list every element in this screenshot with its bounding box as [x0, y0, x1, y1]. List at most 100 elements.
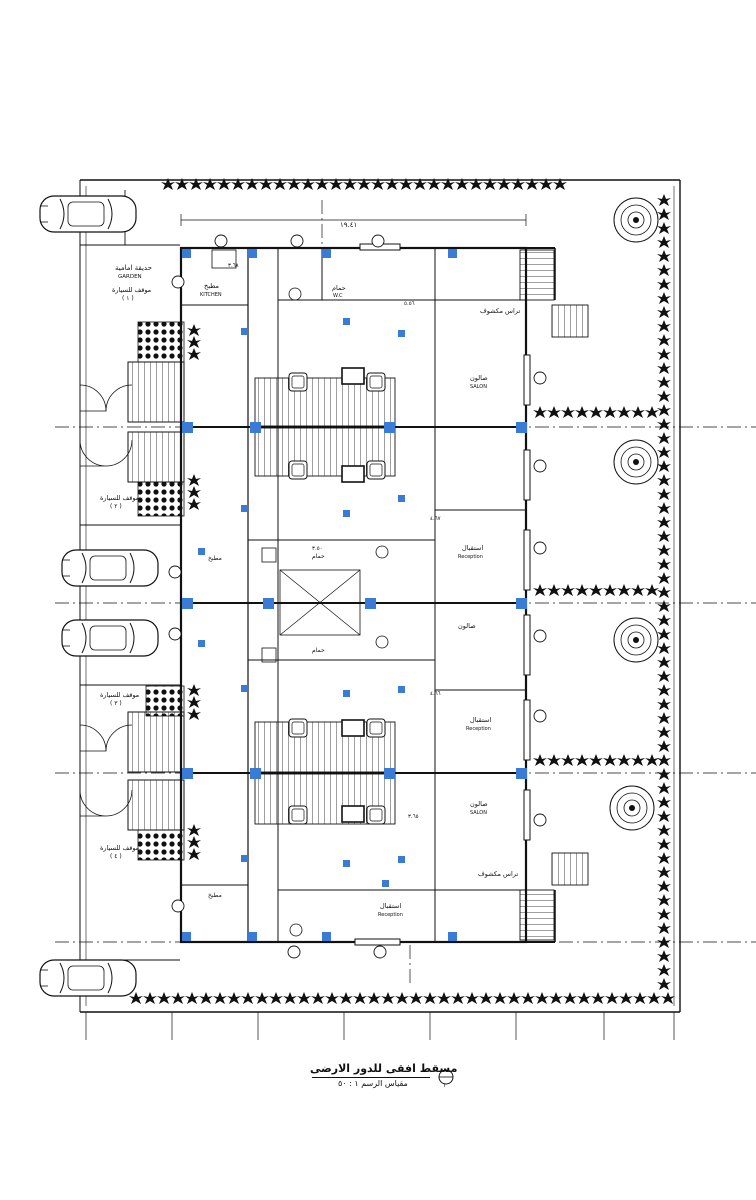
- palm-south: [171, 992, 185, 1004]
- palm-divider: [533, 754, 547, 766]
- salon-en-label-1: SALON: [470, 384, 487, 390]
- palm-south: [409, 992, 423, 1004]
- palm-south: [157, 992, 171, 1004]
- kitchen-label-2: مطبخ: [208, 555, 222, 562]
- palm-east: [657, 460, 671, 472]
- parking-label-3: موقف للسيارة: [100, 691, 139, 699]
- palm-south: [535, 992, 549, 1004]
- furniture: [211, 249, 389, 937]
- parking-label-1: موقف للسيارة: [112, 286, 151, 294]
- palm-planter: [187, 474, 201, 486]
- palm-south: [227, 992, 241, 1004]
- car-3: [61, 619, 159, 657]
- palm-east: [657, 194, 671, 206]
- parking-label-4: موقف للسيارة: [100, 844, 139, 852]
- palm-south: [297, 992, 311, 1004]
- palm-divider: [645, 406, 659, 418]
- palm-divider: [561, 754, 575, 766]
- palm-east: [657, 404, 671, 416]
- dim-label-e: ٤.٦٦: [430, 691, 441, 697]
- palm-divider: [561, 584, 575, 596]
- palm-divider: [575, 406, 589, 418]
- palm-east: [657, 236, 671, 248]
- palm-south: [325, 992, 339, 1004]
- wc-label-3: حمام: [312, 647, 325, 654]
- reception-label-2: استقبال: [470, 716, 491, 724]
- palm-south: [395, 992, 409, 1004]
- palm-divider: [631, 584, 645, 596]
- palm-east: [657, 670, 671, 682]
- palm-east: [657, 880, 671, 892]
- title-underline: [312, 1077, 430, 1078]
- palm-divider: [603, 406, 617, 418]
- reception-label-3: استقبال: [380, 902, 401, 910]
- car-1: [39, 195, 137, 233]
- palm-east: [657, 810, 671, 822]
- palm-planter: [187, 348, 201, 360]
- palm-planter: [187, 498, 201, 510]
- palm-east: [657, 950, 671, 962]
- palm-divider: [645, 584, 659, 596]
- palm-divider: [603, 754, 617, 766]
- palm-divider: [631, 406, 645, 418]
- east-windows: [354, 243, 531, 946]
- dim-label-f: ٣.٦٥: [408, 814, 419, 820]
- palm-east: [657, 796, 671, 808]
- palm-planter: [187, 696, 201, 708]
- palm-south: [619, 992, 633, 1004]
- palm-east: [657, 250, 671, 262]
- palm-east: [657, 572, 671, 584]
- palm-planter: [187, 324, 201, 336]
- palm-south: [213, 992, 227, 1004]
- palm-east: [657, 908, 671, 920]
- dimension-top: [180, 214, 527, 226]
- palm-south: [479, 992, 493, 1004]
- palm-east: [657, 418, 671, 430]
- kitchen-label-3: مطبخ: [208, 892, 222, 899]
- terrace-label-1: تراس مكشوف: [480, 307, 520, 315]
- parking-index-1: ( ١ ): [122, 295, 134, 302]
- parking-label-2: موقف للسيارة: [100, 494, 139, 502]
- palm-east: [657, 432, 671, 444]
- palm-east: [657, 600, 671, 612]
- palm-south: [605, 992, 619, 1004]
- garden-english-label: GARDEN: [118, 274, 142, 280]
- internal-stairs: [254, 249, 589, 941]
- palm-south: [129, 992, 143, 1004]
- salon-label-1: صالون: [470, 374, 488, 382]
- palm-east: [657, 894, 671, 906]
- plan-labels: ١٩.٤١ حديقة امامية GARDEN موقف للسيارة (…: [100, 221, 520, 918]
- palm-east: [657, 516, 671, 528]
- palm-planter: [187, 848, 201, 860]
- palm-south: [143, 992, 157, 1004]
- palm-east: [657, 586, 671, 598]
- palm-east: [657, 306, 671, 318]
- palm-divider: [575, 584, 589, 596]
- palm-east: [657, 222, 671, 234]
- palm-divider: [547, 406, 561, 418]
- palm-divider: [603, 584, 617, 596]
- palm-divider: [547, 584, 561, 596]
- palm-east: [657, 740, 671, 752]
- site-boundary: [79, 179, 681, 1013]
- palm-east: [657, 866, 671, 878]
- palm-east: [657, 656, 671, 668]
- palm-east: [657, 544, 671, 556]
- palm-planter: [187, 684, 201, 696]
- palm-east: [657, 264, 671, 276]
- palm-east: [657, 334, 671, 346]
- title-block: مسقط افقى للدور الارضى مقياس الرسم ١ : ٥…: [300, 1058, 480, 1098]
- palm-east: [657, 502, 671, 514]
- garden-fountains: [609, 197, 659, 831]
- palm-east: [657, 292, 671, 304]
- wc-label-2: حمام: [312, 553, 325, 560]
- wc-label-1: حمام: [332, 284, 346, 292]
- palm-east: [657, 922, 671, 934]
- grid-bubbles: [168, 234, 547, 959]
- salon-label-2: صالون: [458, 622, 476, 630]
- drawing-title: مسقط افقى للدور الارضى: [310, 1062, 458, 1075]
- palm-south: [423, 992, 437, 1004]
- section-marker-number: ١: [443, 1082, 446, 1089]
- palm-east: [657, 726, 671, 738]
- palm-east: [657, 712, 671, 724]
